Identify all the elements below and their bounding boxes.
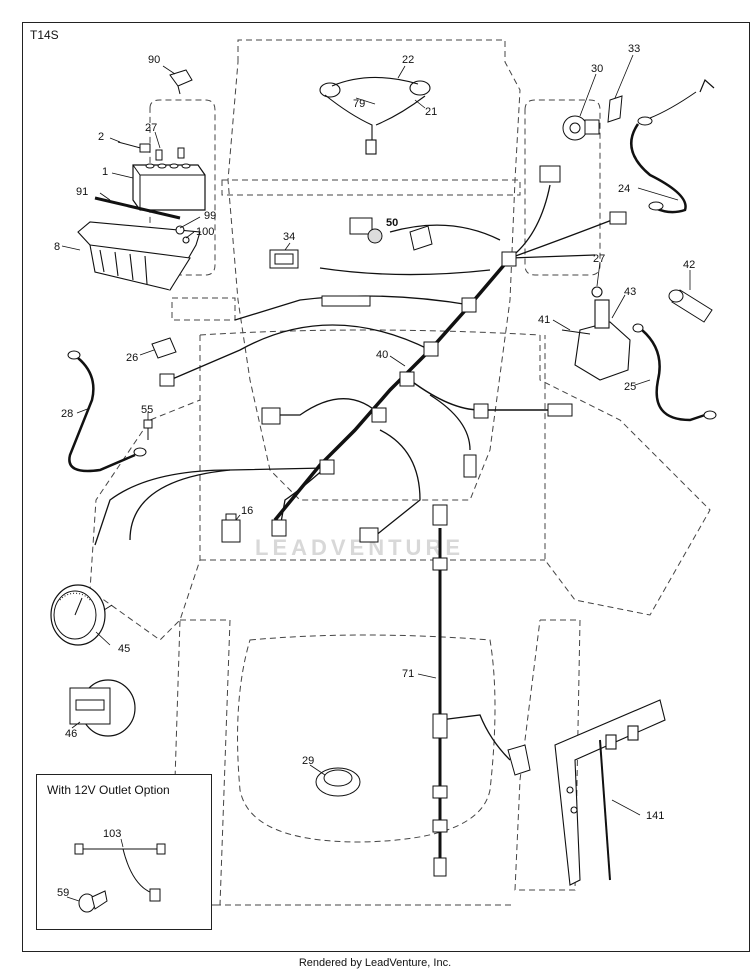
callout-90: 90 <box>148 54 160 66</box>
main-harness-40 <box>94 165 627 546</box>
callout-40: 40 <box>376 349 388 361</box>
cable-24 <box>630 78 715 214</box>
headlight-harness <box>319 76 431 155</box>
harness-71 <box>432 504 531 877</box>
callout-43: 43 <box>624 286 636 298</box>
leader-lines <box>61 54 691 816</box>
key-33 <box>607 95 623 123</box>
relay-16 <box>221 513 241 543</box>
callout-71: 71 <box>402 668 414 680</box>
callout-100: 100 <box>196 226 214 238</box>
hour-meter-46 <box>69 679 136 737</box>
diagram-code: T14S <box>30 28 59 42</box>
option-harness: 103 59 <box>57 828 166 913</box>
cable-25 <box>632 323 717 422</box>
switch-50 <box>349 217 383 244</box>
cable-28 <box>67 350 147 473</box>
callout-33: 33 <box>628 43 640 55</box>
callout-41: 41 <box>538 314 550 326</box>
callout-16: 16 <box>241 505 253 517</box>
footer-credit: Rendered by LeadVenture, Inc. <box>298 957 452 969</box>
callout-27b: 27 <box>593 253 605 265</box>
callout-2: 2 <box>98 131 104 143</box>
callout-42: 42 <box>683 259 695 271</box>
callout-55: 55 <box>141 404 153 416</box>
callout-141: 141 <box>646 810 664 822</box>
callout-103: 103 <box>103 828 121 840</box>
switch-29 <box>315 767 361 797</box>
callout-26: 26 <box>126 352 138 364</box>
boot-42 <box>668 289 713 323</box>
callout-46: 46 <box>65 728 77 740</box>
callout-1: 1 <box>102 166 108 178</box>
bolt-55 <box>143 419 153 440</box>
ignition-switch-30 <box>562 115 600 141</box>
callout-22: 22 <box>402 54 414 66</box>
callout-99: 99 <box>204 210 216 222</box>
fuse-card <box>409 225 433 251</box>
pto-switch-34 <box>269 249 299 269</box>
callout-91: 91 <box>76 186 88 198</box>
connector-left <box>159 373 175 387</box>
callout-59: 59 <box>57 887 69 899</box>
callout-34: 34 <box>283 231 295 243</box>
callout-28: 28 <box>61 408 73 420</box>
battery-tray <box>77 221 201 291</box>
callout-24: 24 <box>618 183 630 195</box>
fuse-26 <box>151 337 177 359</box>
watermark: LEADVENTURE <box>255 535 465 560</box>
callout-45: 45 <box>118 643 130 655</box>
battery-bolt <box>117 141 151 153</box>
callout-25: 25 <box>624 381 636 393</box>
callout-8: 8 <box>54 241 60 253</box>
solenoid-43 <box>561 286 631 381</box>
callout-50: 50 <box>386 217 398 229</box>
callout-21: 21 <box>425 106 437 118</box>
plug-90 <box>169 69 193 95</box>
bracket-141 <box>554 699 666 886</box>
battery-strap <box>94 196 181 220</box>
callout-labels: 90 22 79 21 30 33 2 27 1 91 99 100 8 24 … <box>54 43 695 822</box>
12v-outlet-option-box: With 12V Outlet Option 103 59 <box>36 774 212 930</box>
callout-79: 79 <box>353 98 365 110</box>
callout-30: 30 <box>591 63 603 75</box>
callout-27a: 27 <box>145 122 157 134</box>
option-box-title: With 12V Outlet Option <box>47 783 170 797</box>
callout-29: 29 <box>302 755 314 767</box>
battery <box>132 147 206 211</box>
gauge-45 <box>50 584 113 646</box>
